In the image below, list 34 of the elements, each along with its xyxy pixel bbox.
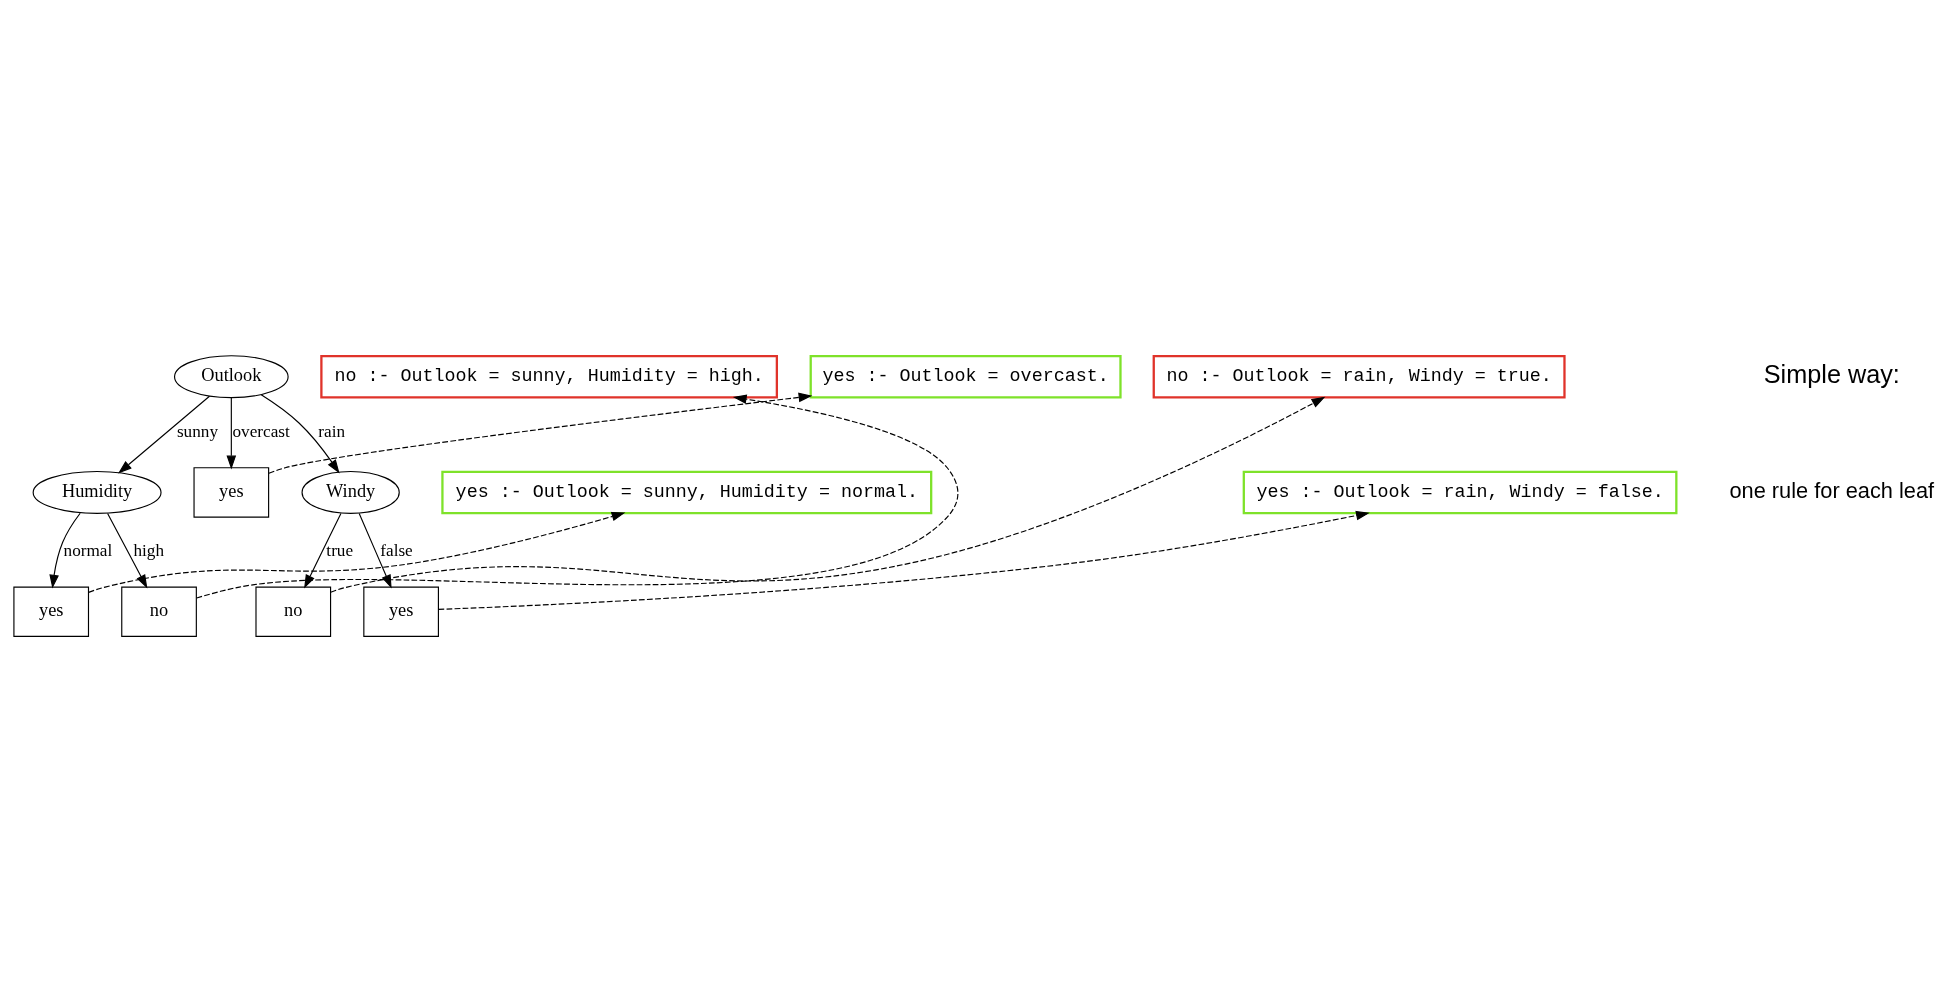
edge-label: high bbox=[133, 540, 165, 560]
node-box: no :- Outlook = rain, Windy = true. bbox=[1152, 354, 1566, 398]
node-ellipse: Humidity bbox=[32, 470, 162, 514]
node-box: yes bbox=[13, 586, 90, 637]
node-box: yes :- Outlook = sunny, Humidity = normal. bbox=[441, 470, 933, 514]
node-box: yes bbox=[363, 586, 439, 637]
edge-label: rain bbox=[318, 421, 346, 441]
label: one rule for each leaf bbox=[1729, 477, 1935, 503]
node-ellipse: Outlook bbox=[173, 354, 289, 398]
edge-label: true bbox=[326, 540, 354, 560]
node-box: yes bbox=[193, 466, 270, 518]
node-box: no bbox=[121, 586, 197, 637]
arrow bbox=[107, 512, 148, 589]
edge-label: normal bbox=[63, 540, 113, 560]
arrow bbox=[88, 511, 626, 593]
arrow bbox=[330, 396, 1326, 593]
arrow bbox=[196, 393, 959, 599]
arrow bbox=[49, 512, 81, 589]
edge-label: sunny bbox=[176, 421, 219, 441]
node-box: yes :- Outlook = overcast. bbox=[809, 354, 1122, 398]
arrow bbox=[260, 393, 340, 473]
node-ellipse: Windy bbox=[301, 470, 400, 514]
node-box: no bbox=[255, 586, 332, 637]
arrow bbox=[304, 512, 342, 589]
label: Simple way: bbox=[1763, 359, 1900, 388]
arrow bbox=[358, 512, 392, 589]
arrow bbox=[268, 392, 813, 474]
node-box: no :- Outlook = sunny, Humidity = high. bbox=[320, 354, 778, 398]
arrow bbox=[226, 397, 237, 469]
edge-label: false bbox=[380, 540, 413, 560]
arrow bbox=[438, 510, 1370, 610]
arrow bbox=[118, 395, 211, 474]
edge-label: overcast bbox=[232, 421, 290, 441]
node-box: yes :- Outlook = rain, Windy = false. bbox=[1242, 470, 1678, 514]
